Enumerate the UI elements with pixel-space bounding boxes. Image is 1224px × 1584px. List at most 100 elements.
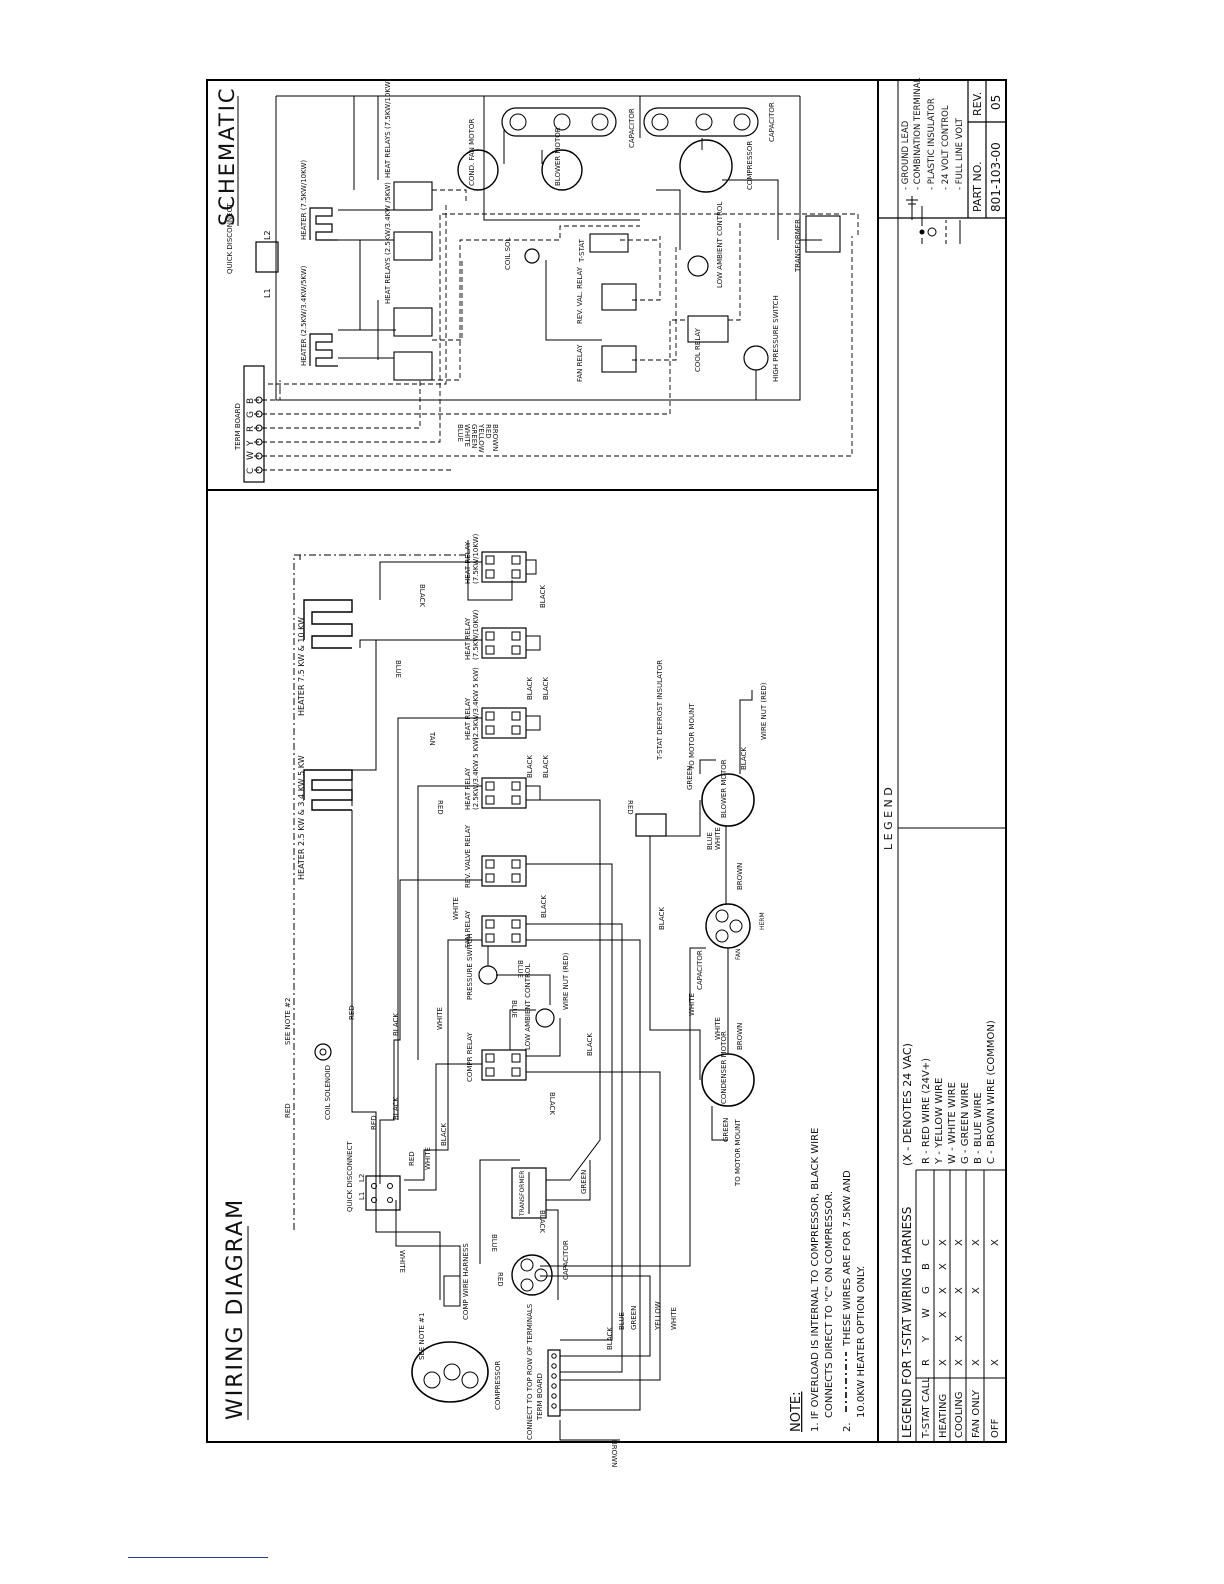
- schem-rev-val-relay: [601, 283, 637, 311]
- wire-label-brown-1: BROWN: [736, 863, 744, 890]
- schem-terminal-b: B: [246, 398, 256, 404]
- wiring-diagram: WIRING DIAGRAM HEATER 2.5 KW & 3.4 KW 5 …: [223, 533, 768, 1467]
- harness-cell: X: [938, 1359, 949, 1366]
- wire-label-blue-5: BLUE: [618, 1312, 626, 1330]
- legend-24-volt: - 24 VOLT CONTROL: [941, 105, 951, 190]
- heat-relay-1-label: HEAT RELAY: [464, 767, 472, 810]
- schem-terminal-g: G: [246, 411, 256, 418]
- schem-high-pressure-label: HIGH PRESSURE SWITCH: [772, 295, 780, 382]
- rev-label: REV.: [971, 92, 984, 116]
- note-line-1: 1. IF OVERLOAD IS INTERNAL TO COMPRESSOR…: [810, 1128, 821, 1432]
- schem-heat-relays: HEAT RELAYS (7.5KW/10KW) HEAT RELAYS (2.…: [384, 78, 433, 381]
- harness-cell: X: [938, 1239, 949, 1246]
- wire-label-black-3: BLACK: [526, 677, 534, 700]
- low-ambient-label: LOW AMBIENT CONTROL: [524, 964, 532, 1050]
- schem-tstat: [589, 233, 629, 253]
- wire-label-black-1: BLACK: [418, 584, 426, 607]
- schem-cond-fan-motor-label: COND. FAN MOTOR: [468, 119, 476, 186]
- wire-label-brown-3: BROWN: [610, 1440, 618, 1467]
- schem-cool-relay: [687, 315, 729, 343]
- relay-heat-1: HEAT RELAY (2.5KW/3.4KW 5 KW): [464, 737, 527, 810]
- wire-key: R - RED WIRE (24V+) Y - YELLOW WIRE W - …: [921, 1020, 997, 1165]
- note-heading: NOTE:: [789, 1392, 804, 1433]
- schem-wire-red: RED: [484, 424, 492, 439]
- part-number: 801-103-00: [989, 142, 1003, 212]
- schematic-title: SCHEMATIC: [215, 86, 239, 226]
- harness-cell: X: [938, 1263, 949, 1270]
- wire-label-blue-3: BLUE: [516, 960, 524, 978]
- wire-label-white-4: WHITE: [398, 1250, 406, 1273]
- wire-label-green-4: GREEN: [630, 1306, 638, 1330]
- rev-valve-relay-label: REV. VALVE RELAY: [464, 824, 472, 888]
- harness-cell: X: [938, 1311, 949, 1318]
- harness-cell: X: [954, 1359, 965, 1366]
- harness-cell: X: [938, 1287, 949, 1294]
- fan-relay-label: FAN RELAY: [464, 910, 472, 948]
- pressure-switch-label: PRESSURE SWITCH: [466, 934, 474, 1000]
- capacitor-2-label: CAPACITOR: [696, 950, 704, 990]
- schem-terminal-y: Y: [246, 440, 256, 447]
- low-ambient-control: [535, 1008, 555, 1028]
- note-line-1b: CONNECTS DIRECT TO "C" ON COMPRESSOR.: [824, 1191, 835, 1418]
- schem-transformer-label: TRANSFORMER: [794, 219, 802, 273]
- wire-label-white-1: WHITE: [452, 897, 460, 920]
- row-off: OFF: [990, 1418, 1001, 1438]
- wire-label-black-8: BLACK: [658, 907, 666, 930]
- schem-rev-val-relay-label: REV. VAL. RELAY: [576, 266, 584, 324]
- blower-motor: BLOWER MOTOR: [701, 759, 755, 827]
- symbol-legend: - GROUND LEAD - COMBINATION TERMINAL - P…: [901, 77, 965, 244]
- schem-l1: L1: [263, 288, 272, 298]
- quick-disconnect-label: QUICK DISCONNECT: [346, 1141, 354, 1212]
- harness-legend: LEGEND FOR T-STAT WIRING HARNESS (X - DE…: [900, 1020, 1006, 1442]
- wire-label-white-8: WHITE: [714, 827, 722, 850]
- heat-relay-1-size: (2.5KW/3.4KW 5 KW): [472, 737, 480, 810]
- note-line-2: 2.: [842, 1422, 853, 1432]
- wire-label-black-11: BLACK: [392, 1013, 400, 1036]
- tstat-call-header: T-STAT CALL: [921, 1377, 932, 1439]
- schem-wire-blue: BLUE: [456, 424, 464, 442]
- harness-column-r: R: [921, 1359, 932, 1366]
- schem-cond-fan-motor: [457, 149, 499, 191]
- schem-transformer: [805, 215, 841, 253]
- schematic-term-board-label: TERM BOARD: [234, 403, 242, 451]
- note-line-2b: THESE WIRES ARE FOR 7.5KW AND: [842, 1170, 853, 1347]
- transformer: [511, 1167, 547, 1219]
- wire-label-white-7: WHITE: [670, 1307, 678, 1330]
- harness-cell: X: [971, 1359, 982, 1366]
- wire-label-white-2: WHITE: [436, 1007, 444, 1030]
- schem-terminal-c: C: [246, 468, 256, 474]
- schem-coil-sol: [524, 248, 540, 264]
- coil-solenoid: [314, 1043, 332, 1061]
- coil-solenoid-label: COIL SOLENOID: [324, 1065, 332, 1120]
- schem-compressor: [679, 139, 733, 193]
- legend-plastic-insulator: - PLASTIC INSULATOR: [927, 98, 937, 190]
- tstat-defrost: [635, 813, 667, 837]
- wire-label-blue-4: BLUE: [490, 1234, 498, 1252]
- wire-label-red-6: RED: [496, 1272, 504, 1287]
- note-line-2c: 10.0KW HEATER OPTION ONLY.: [856, 1266, 867, 1418]
- wiring-lines: [351, 540, 753, 1441]
- wire-label-black-6: BLACK: [542, 755, 550, 778]
- wire-label-brown-2: BROWN: [736, 1023, 744, 1050]
- harness-cell: X: [990, 1239, 1001, 1246]
- wire-label-blue-6: BLUE: [706, 832, 714, 850]
- schem-capacitor-1: CAPACITOR: [501, 107, 636, 148]
- schem-terminal-w: W: [246, 451, 256, 460]
- relay-fan: FAN RELAY: [464, 910, 527, 948]
- condenser-motor-label: CONDENSER MOTOR: [720, 1031, 728, 1104]
- relay-heat-4: HEAT RELAY (7.5KW/10KW): [464, 533, 527, 584]
- wire-label-black-4: BLACK: [542, 677, 550, 700]
- relay-rev-valve: REV. VALVE RELAY: [464, 824, 527, 888]
- schem-wire-yellow: YELLOW: [477, 423, 485, 453]
- wire-label-black-16: BLACK: [740, 747, 748, 770]
- wire-label-white-6: WHITE: [714, 1017, 722, 1040]
- schem-quick-disconnect-label: QUICK DISCONNECT: [226, 203, 234, 274]
- wire-label-black-15: BLACK: [606, 1327, 614, 1350]
- wire-label-red-7: RED: [626, 800, 634, 815]
- wire-key-b: B - BLUE WIRE: [973, 1092, 984, 1164]
- legend-ground-lead: - GROUND LEAD: [901, 120, 911, 190]
- schem-heat-relays-b-label: HEAT RELAYS (7.5KW/10KW): [384, 78, 392, 178]
